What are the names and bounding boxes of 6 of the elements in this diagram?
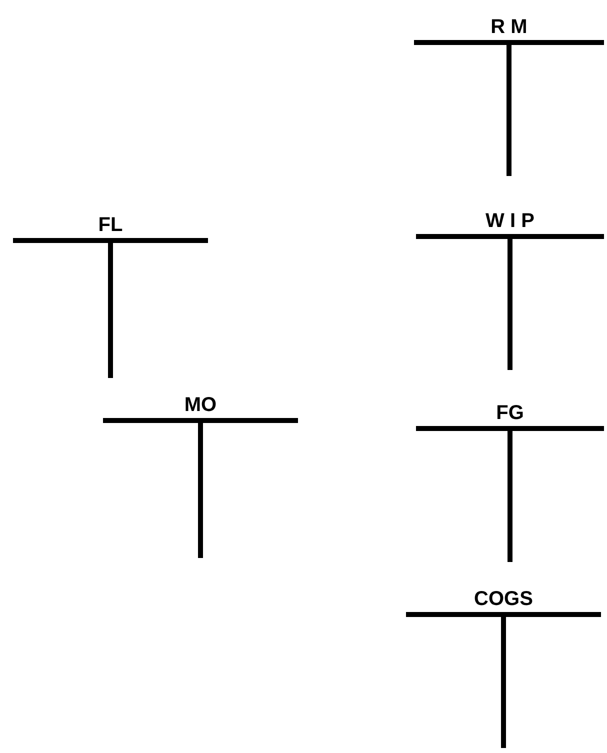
account-title: W I P <box>486 210 534 232</box>
account-title: MO <box>184 394 217 416</box>
account-title: R M <box>490 16 528 38</box>
account-title: FG <box>496 402 524 424</box>
account-title: FL <box>98 214 123 236</box>
account-title: COGS <box>474 588 533 610</box>
